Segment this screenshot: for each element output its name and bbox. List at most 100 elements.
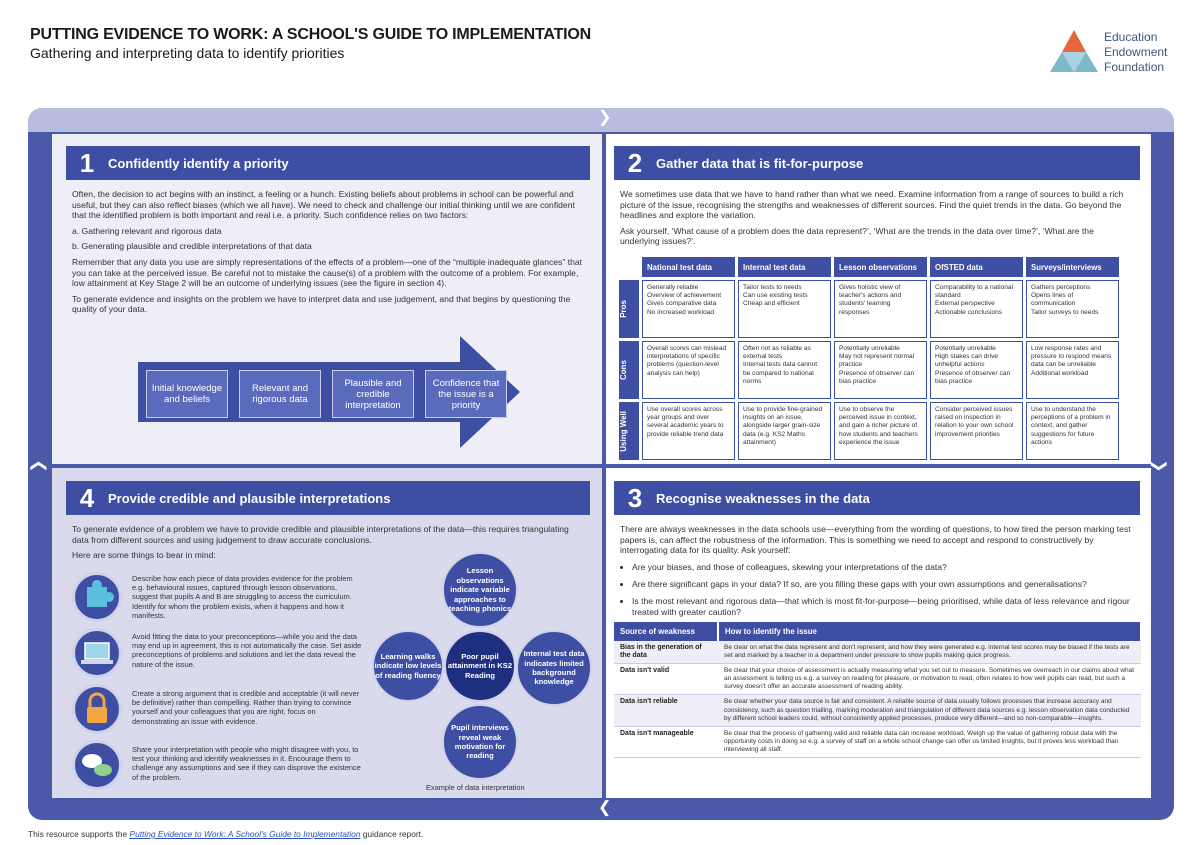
table-row: Bias in the generation of the data Be cl…	[614, 641, 1141, 665]
table-cell: Low response rates and pressure to respo…	[1026, 341, 1119, 399]
table-row: Data isn't valid Be clear that your choi…	[614, 663, 1141, 696]
section-number: 2	[627, 147, 643, 178]
logo-line: Education	[1104, 30, 1158, 44]
table-row: Data isn't manageable Be clear that the …	[614, 726, 1141, 759]
logo-line: Foundation	[1104, 60, 1165, 74]
laptop-icon	[72, 628, 122, 678]
list-item: b. Generating plausible and credible int…	[72, 241, 312, 252]
table-row: Using Well Use overall scores across yea…	[619, 402, 1119, 460]
table-cell: Use to provide fine-grained insights on …	[738, 402, 831, 460]
section-title: Gather data that is fit-for-purpose	[656, 155, 864, 171]
chevron-up-icon: ❯	[29, 459, 47, 473]
section-4-header: 4 Provide credible and plausible interpr…	[66, 481, 590, 515]
column-header: National test data	[642, 257, 735, 277]
table-cell: Be clear whether your data source is fai…	[718, 694, 1141, 727]
chevron-left-icon: ❯	[598, 800, 612, 817]
table-cell: Use to observe the perceived issue in co…	[834, 402, 927, 460]
table-cell: Be clear that your choice of assessment …	[718, 663, 1141, 696]
column-header: Internal test data	[738, 257, 831, 277]
column-header: Lesson observations	[834, 257, 927, 277]
tip-text: Describe how each piece of data provides…	[132, 574, 353, 620]
table-cell: Data isn't valid	[614, 663, 718, 696]
paragraph: Often, the decision to act begins with a…	[72, 189, 575, 221]
row-label: Pros	[619, 280, 639, 338]
guide-link[interactable]: Putting Evidence to Work: A School's Gui…	[129, 829, 361, 839]
speech-bubbles-icon	[72, 740, 122, 790]
table-cell: Overall scores can mislead interpretatio…	[642, 341, 735, 399]
column-header: OfSTED data	[930, 257, 1023, 277]
figure-caption: Example of data interpretation	[426, 783, 525, 792]
section-title: Recognise weaknesses in the data	[656, 490, 870, 506]
frame-top-band	[28, 108, 1174, 132]
column-header: Surveys/interviews	[1026, 257, 1119, 277]
arrow-shape-icon	[138, 336, 520, 448]
tip-text: Avoid fitting the data to your preconcep…	[132, 632, 362, 669]
paragraph: To generate evidence of a problem we hav…	[72, 524, 569, 545]
table-cell: Gives holistic view of teacher's actions…	[834, 280, 927, 338]
list-item: a. Gathering relevant and rigorous data	[72, 225, 222, 236]
section-number: 4	[79, 482, 95, 513]
section-2-body: We sometimes use data that we have to ha…	[620, 189, 1132, 252]
chevron-right-icon: ❯	[598, 109, 612, 126]
footer-suffix: guidance report.	[360, 829, 424, 839]
section-title: Confidently identify a priority	[108, 155, 289, 171]
table-cell: Bias in the generation of the data	[614, 641, 718, 665]
bubble-right: Internal test data indicates limited bac…	[516, 630, 592, 706]
bubble-left: Learning walks indicate low levels of re…	[372, 630, 444, 702]
padlock-icon	[72, 684, 122, 734]
page-title: PUTTING EVIDENCE TO WORK: A SCHOOL'S GUI…	[30, 26, 592, 43]
tip-text: Share your interpretation with people wh…	[132, 745, 361, 782]
section-1-header: 1 Confidently identify a priority	[66, 146, 590, 180]
priority-process-arrow: Initial knowledge and beliefs Relevant a…	[138, 336, 520, 448]
table-cell: Use overall scores across year groups an…	[642, 402, 735, 460]
list-item: Are there significant gaps in your data?…	[632, 579, 1132, 590]
column-header: How to identify the issue	[718, 622, 1142, 641]
process-step-4: Confidence that the issue is a priority	[425, 370, 507, 418]
process-step-3: Plausible and credible interpretation	[332, 370, 414, 418]
section-2-header: 2 Gather data that is fit-for-purpose	[614, 146, 1140, 180]
section-3-header: 3 Recognise weaknesses in the data	[614, 481, 1140, 515]
table-cell: Data isn't manageable	[614, 726, 718, 759]
section-3-body: There are always weaknesses in the data …	[620, 524, 1132, 561]
process-step-1: Initial knowledge and beliefs	[146, 370, 228, 418]
section-number: 1	[79, 147, 95, 178]
table-cell: Data isn't reliable	[614, 694, 718, 727]
section-1-body: Often, the decision to act begins with a…	[72, 189, 590, 320]
section-4-body: To generate evidence of a problem we hav…	[72, 524, 572, 566]
section-title: Provide credible and plausible interpret…	[108, 490, 391, 506]
paragraph: There are always weaknesses in the data …	[620, 524, 1131, 556]
table-header-row: National test data Internal test data Le…	[619, 257, 1119, 277]
table-row: Data isn't reliable Be clear whether you…	[614, 694, 1141, 727]
table-cell: Use to understand the perceptions of a p…	[1026, 402, 1119, 460]
table-row: Cons Overall scores can mislead interpre…	[619, 341, 1119, 399]
column-header: Source of weakness	[614, 622, 719, 641]
bubble-top: Lesson observations indicate variable ap…	[442, 552, 518, 628]
eef-logo-icon	[1050, 30, 1098, 72]
row-label: Cons	[619, 341, 639, 399]
paragraph: We sometimes use data that we have to ha…	[620, 189, 1124, 221]
paragraph: To generate evidence and insights on the…	[72, 293, 571, 315]
chevron-down-icon: ❯	[1150, 459, 1168, 473]
table-cell: Be clear on what the data represent and …	[718, 641, 1141, 665]
table-cell: Be clear that the process of gathering v…	[718, 726, 1141, 759]
data-sources-table: National test data Internal test data Le…	[616, 254, 1122, 463]
table-cell: Consider perceived issues raised on insp…	[930, 402, 1023, 460]
paragraph: Here are some things to bear in mind:	[72, 550, 216, 561]
footer-note: This resource supports the Putting Evide…	[28, 829, 423, 839]
table-header-row: Source of weakness How to identify the i…	[614, 622, 1142, 641]
footer-prefix: This resource supports the	[28, 829, 130, 839]
section-number: 3	[627, 482, 643, 513]
page-subtitle: Gathering and interpreting data to ident…	[30, 45, 345, 61]
row-label: Using Well	[619, 402, 639, 460]
list-item: Are your biases, and those of colleagues…	[632, 562, 1132, 573]
weakness-table: Source of weakness How to identify the i…	[614, 622, 1142, 759]
bubble-center: Poor pupil attainment in KS2 Reading	[444, 630, 516, 702]
table-corner	[619, 257, 639, 277]
